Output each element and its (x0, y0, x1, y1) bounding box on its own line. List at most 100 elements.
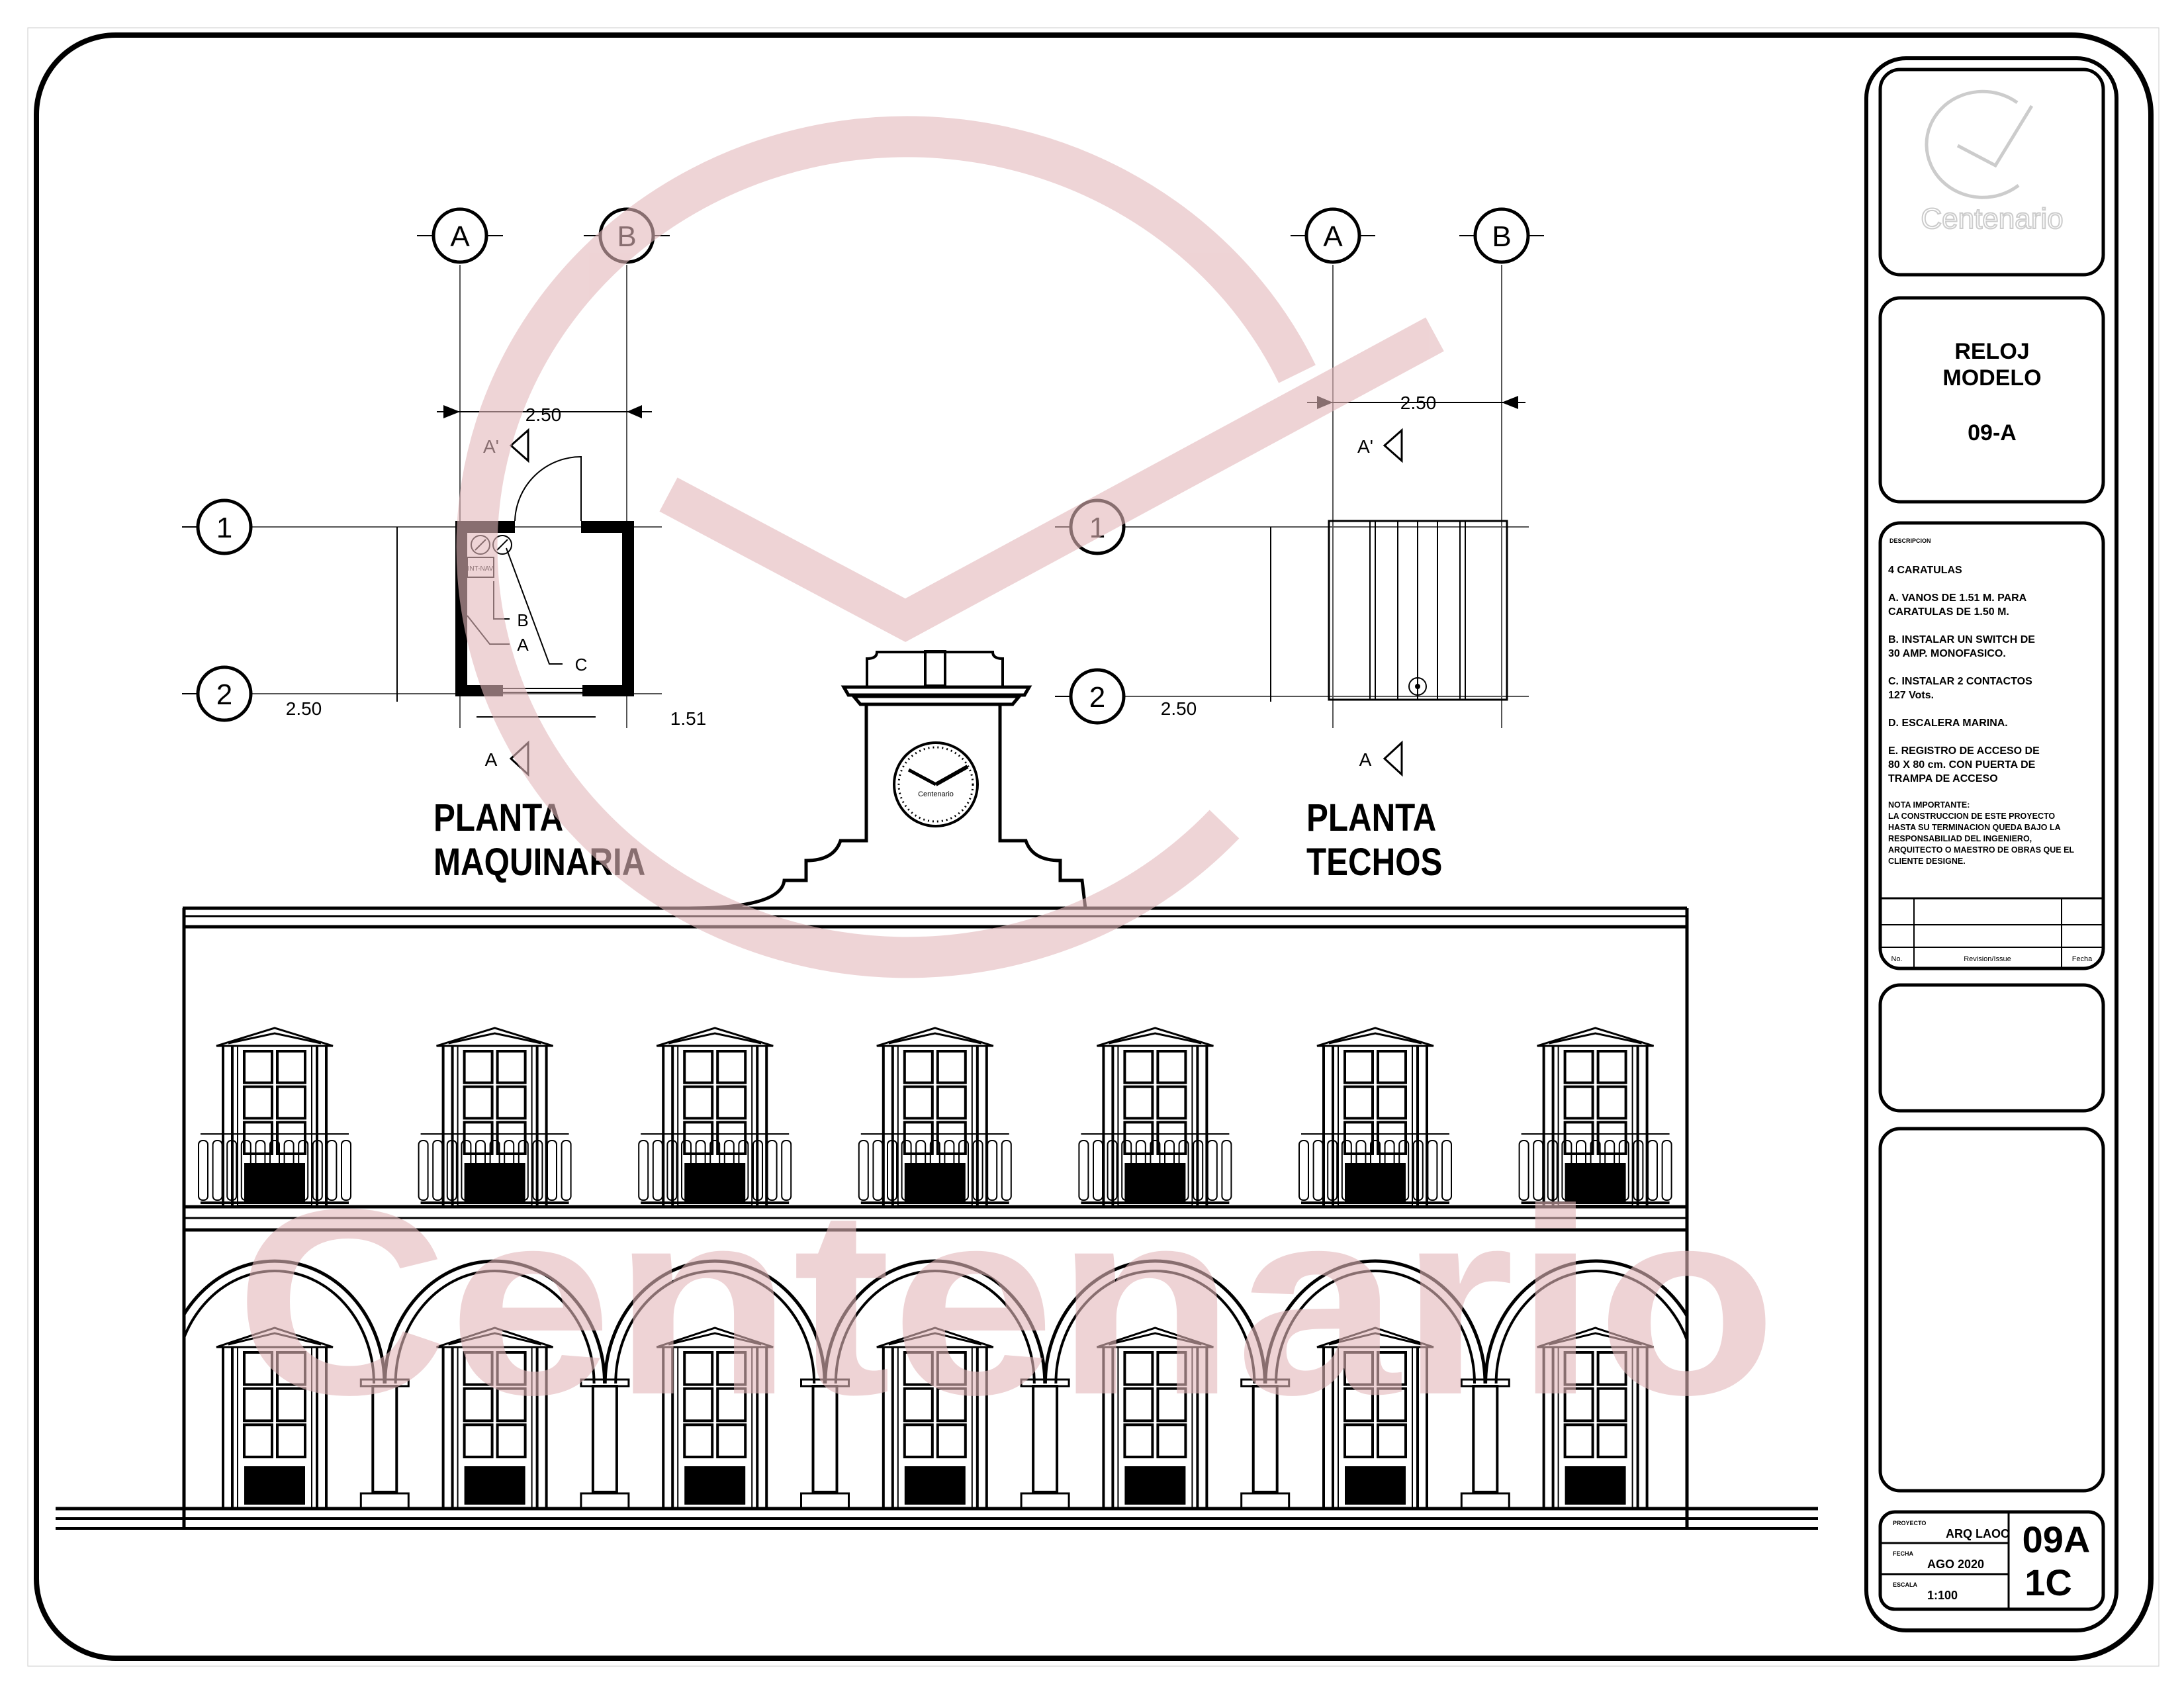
watermark-text: Centenario (235, 1154, 1777, 1450)
railing-baluster (240, 1140, 251, 1201)
window-posts (441, 1347, 548, 1509)
railing-baluster (475, 1140, 486, 1201)
window-pane (903, 1387, 934, 1423)
window-pane (463, 1387, 494, 1423)
railing-baluster (766, 1140, 778, 1201)
callout-c: C (575, 655, 588, 675)
window-pane (1123, 1351, 1154, 1386)
window (638, 1027, 792, 1206)
title-block: Centenario RELOJ MODELO 09-A DESCRIPCION… (1864, 56, 2118, 1632)
railing-baluster (1590, 1140, 1601, 1201)
window-pane (936, 1085, 967, 1120)
description-line: 30 AMP. MONOFASICO. (1888, 648, 2006, 659)
railing-baluster (1135, 1140, 1146, 1201)
roof-access-hatch-icon (1408, 677, 1427, 696)
balcony-railing (858, 1133, 1012, 1204)
window-posts (662, 1347, 768, 1509)
window-pane (463, 1121, 494, 1156)
door-panel (684, 1163, 746, 1201)
column (580, 1378, 630, 1510)
revision-table: No. Revision/Issue Fecha (1880, 897, 2103, 968)
window-pane (496, 1085, 527, 1120)
window-posts (1102, 1347, 1208, 1509)
window-frame (457, 1045, 533, 1206)
note-line: ARQUITECTO O MAESTRO DE OBRAS QUE EL (1888, 845, 2074, 855)
window-pane (1156, 1351, 1187, 1386)
railing-baluster (1518, 1140, 1529, 1201)
description-line: C. INSTALAR 2 CONTACTOS (1888, 676, 2032, 687)
window (418, 1027, 572, 1206)
window-pane (1563, 1387, 1594, 1423)
railing-baluster (226, 1140, 238, 1201)
project-label: PROYECTO (1893, 1520, 1926, 1526)
railing-baluster (1427, 1140, 1438, 1201)
railing-baluster (901, 1140, 912, 1201)
sheet-info: PROYECTO ARQ LAOC FECHA AGO 2020 ESCALA … (1878, 1510, 2105, 1611)
balcony-railing (638, 1133, 792, 1204)
sheet-number: 1C (2025, 1562, 2072, 1603)
grid-label: B (1492, 220, 1511, 253)
facade-elevation: Centenario (56, 650, 1818, 1530)
railing-baluster (1661, 1140, 1672, 1201)
plan-title-line1: PLANTA (433, 796, 563, 839)
date-value: AGO 2020 (1927, 1558, 1984, 1571)
window-pane (1596, 1351, 1627, 1386)
door-panel (1345, 1163, 1406, 1201)
dimension-left: 2.50 (1161, 698, 1197, 719)
railing-baluster (504, 1140, 515, 1201)
railing-baluster (972, 1140, 983, 1201)
window-posts (1542, 1046, 1649, 1205)
railing-baluster (269, 1140, 280, 1201)
window (216, 1327, 334, 1509)
window-pane (1156, 1387, 1187, 1423)
plan-machinery: A B 1 2 2.50 2.50 1.51 A' A INT-NAV B A … (182, 207, 706, 884)
window-pane (683, 1387, 714, 1423)
grid-bubble-b: B (1459, 207, 1544, 264)
door-panel (904, 1163, 966, 1201)
grid-bubble-a: A (1291, 207, 1375, 264)
window-pane (716, 1121, 747, 1156)
window-pane (1377, 1050, 1407, 1084)
clock-tower: Centenario (688, 650, 1087, 910)
description-line: 4 CARATULAS (1888, 565, 1962, 576)
balcony-railing (1298, 1133, 1452, 1204)
railing-baluster (1093, 1140, 1103, 1201)
railing-baluster (1576, 1140, 1586, 1201)
window-pane (903, 1423, 934, 1458)
window-frame (1557, 1346, 1633, 1509)
door-swing (514, 455, 582, 522)
railing-baluster (198, 1140, 208, 1201)
window-pane (1123, 1423, 1154, 1458)
railing-baluster (929, 1140, 940, 1201)
railing-baluster (1547, 1140, 1558, 1201)
balcony-railing (418, 1133, 572, 1204)
description-line: B. INSTALAR UN SWITCH DE (1888, 634, 2035, 645)
arch-outer (823, 1259, 1047, 1384)
railing-baluster (652, 1140, 663, 1201)
arch-inner (1494, 1270, 1686, 1384)
window-pediment (876, 1027, 994, 1047)
railing-baluster (255, 1140, 266, 1201)
note-line: RESPONSABILIAD DEL INGENIERO, (1888, 834, 2032, 843)
railing-baluster (547, 1140, 557, 1201)
window (198, 1027, 351, 1206)
railing-baluster (858, 1140, 869, 1201)
column-shaft (1251, 1385, 1279, 1493)
railing-baluster (1398, 1140, 1410, 1201)
logo-text: Centenario (1921, 203, 2063, 235)
clock-face: Centenario (893, 741, 979, 827)
window-pane (463, 1085, 494, 1120)
door-panel (244, 1163, 305, 1201)
grid-label: 2 (216, 679, 232, 711)
description-heading: DESCRIPCION (1889, 538, 1931, 544)
railing-baluster (1164, 1140, 1175, 1201)
clock-minute-hand (934, 765, 969, 786)
plan-title-line1: PLANTA (1306, 796, 1436, 839)
logo-box: Centenario (1878, 68, 2105, 277)
window-pane (243, 1050, 273, 1084)
arch-inner (834, 1270, 1036, 1384)
window (436, 1327, 554, 1509)
railing-baluster (1121, 1140, 1132, 1201)
window-frame (1338, 1045, 1413, 1206)
